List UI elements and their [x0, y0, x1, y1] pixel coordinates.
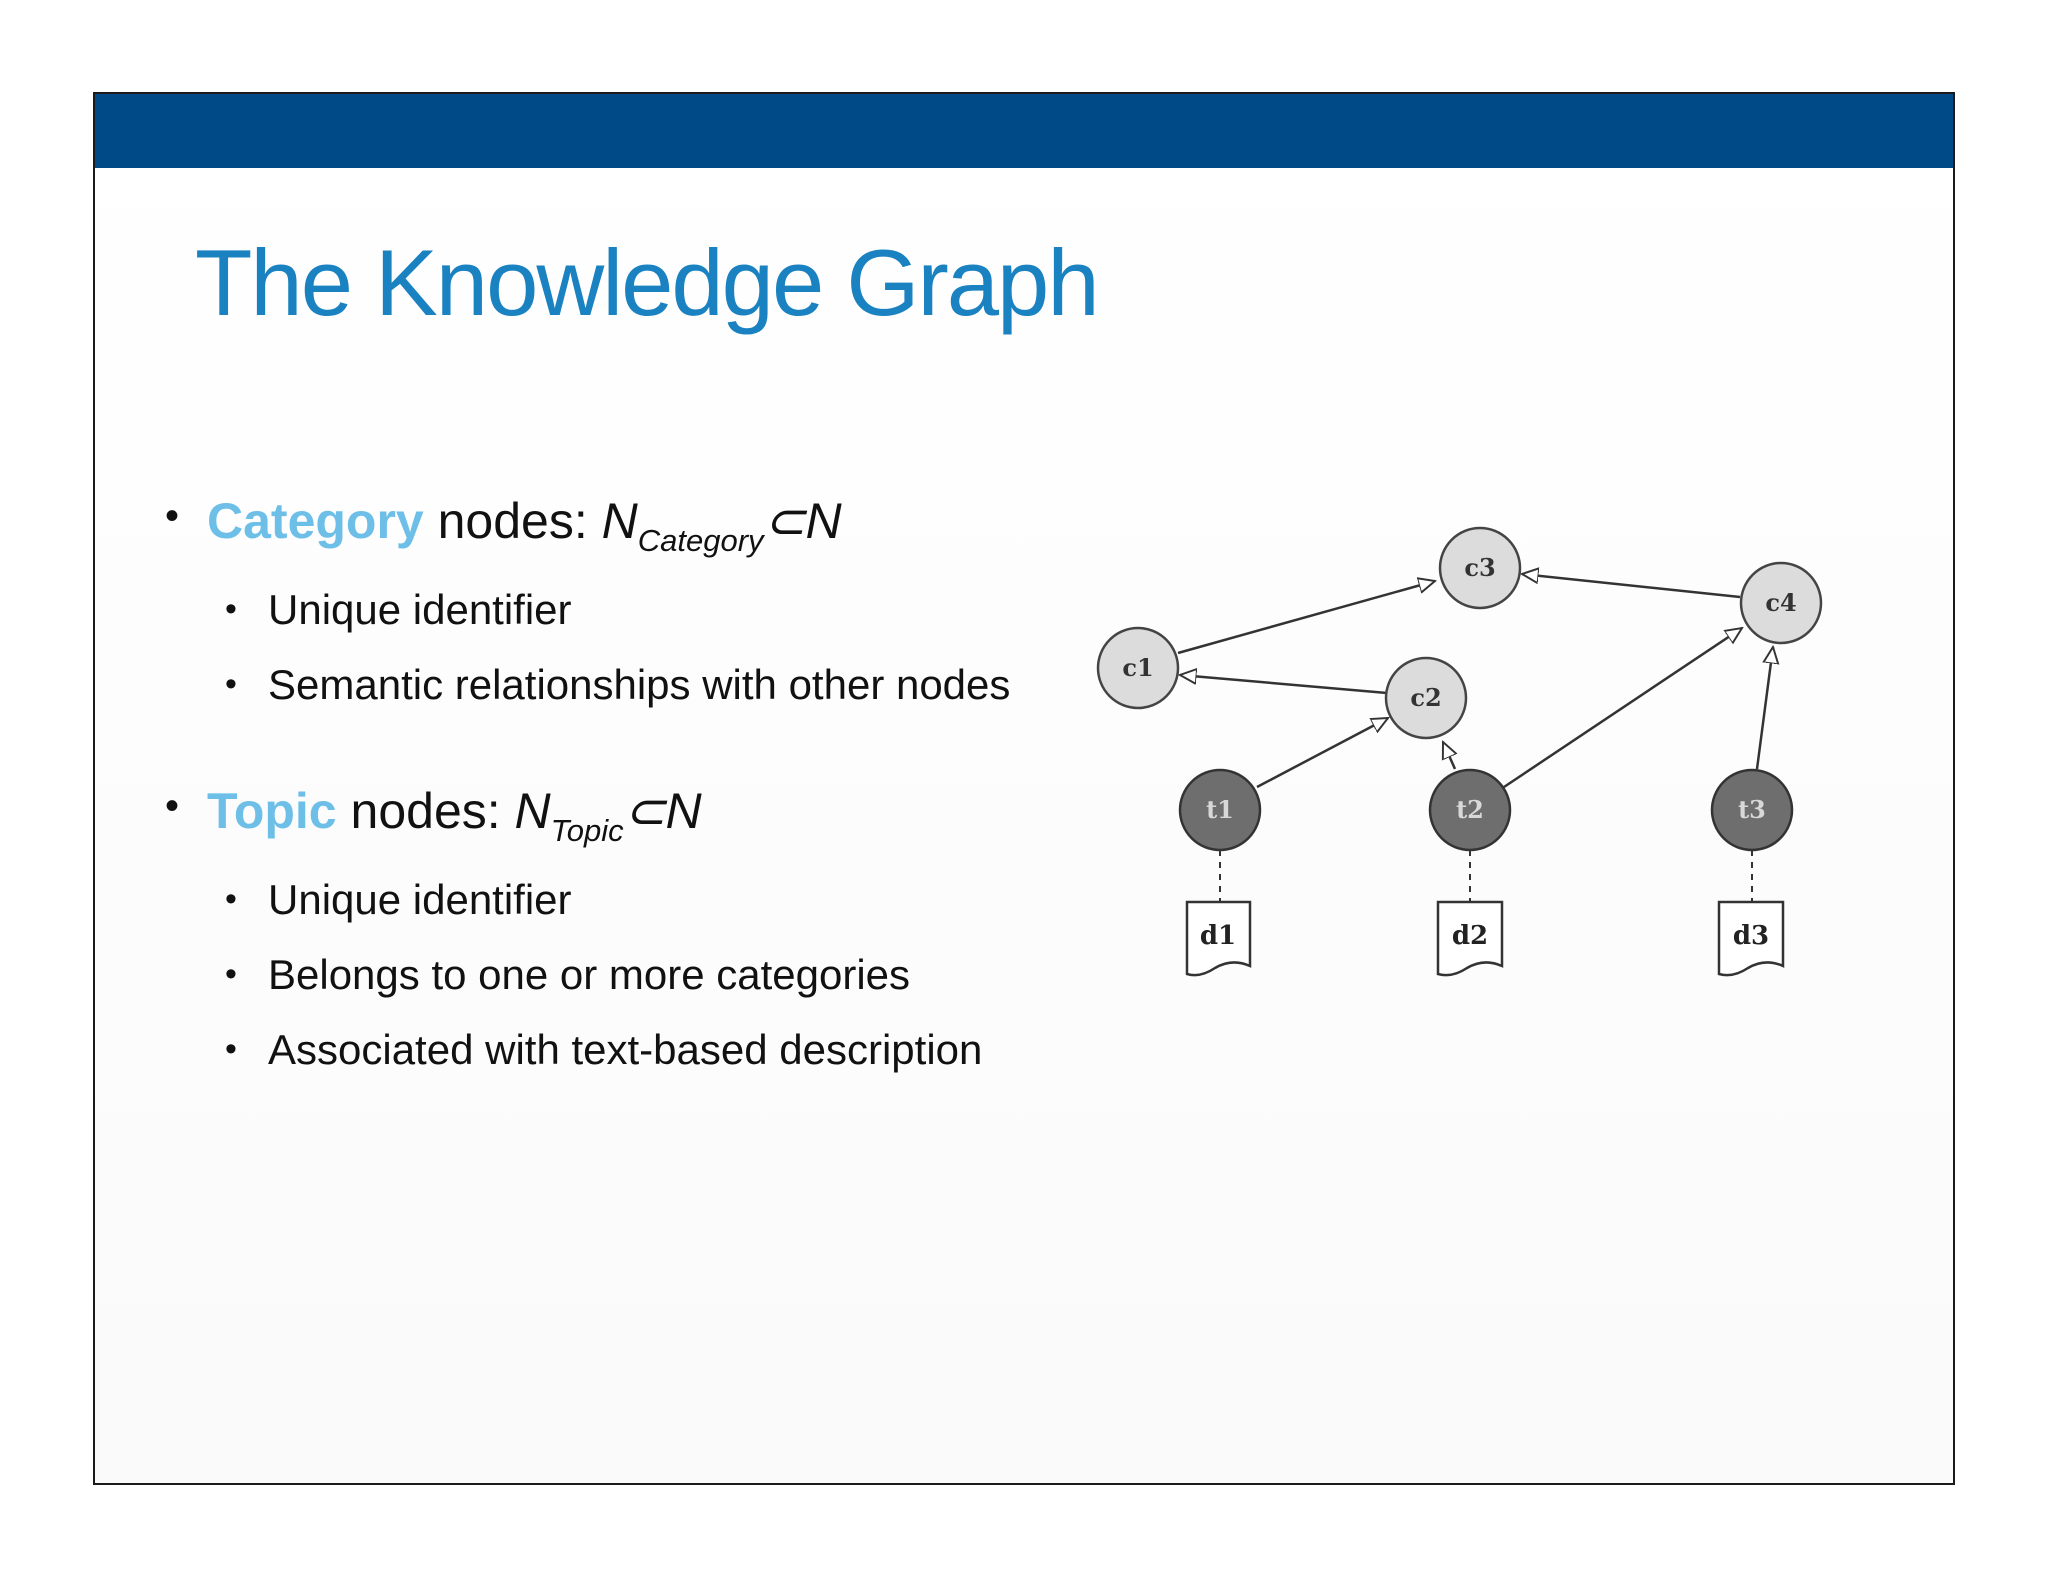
category-nodes [1096, 526, 1823, 740]
math-subscript: Topic [550, 813, 624, 849]
category-node-c2 [1384, 656, 1468, 740]
edge-c4-c3 [1522, 574, 1741, 599]
bullet-text: nodes: [336, 783, 515, 839]
sub-bullet-text: Belongs to one or more categories [268, 951, 911, 998]
bullet-dot: • [225, 590, 237, 628]
math-set: NCategory⊂N [601, 493, 842, 558]
topic-node-t1 [1178, 768, 1262, 852]
math-subset: ⊂N [763, 493, 842, 549]
document-label-d3: d3 [1733, 921, 1769, 951]
math-subset: ⊂N [623, 783, 702, 839]
topic-nodes [1178, 768, 1794, 852]
bullet-dot: • [225, 955, 237, 993]
slide-frame: The Knowledge Graph •Category nodes: NCa… [93, 92, 1955, 1485]
math-set: NTopic⊂N [514, 783, 702, 848]
node-label-t2: t2 [1456, 795, 1484, 824]
category-highlight: Category [207, 493, 424, 549]
header-bar [95, 94, 1953, 168]
sub-bullet: • Associated with text-based description [165, 1012, 1010, 1087]
document-icon-d3 [1717, 900, 1785, 977]
bullet-dot: • [165, 784, 180, 828]
edge-c1-c3 [1177, 581, 1435, 655]
bullet-dot: • [165, 494, 180, 538]
topic-node-t3 [1710, 768, 1794, 852]
graph-edges [1177, 574, 1773, 789]
node-label-c3: c3 [1464, 553, 1495, 582]
document-icons [1185, 900, 1785, 977]
category-node-c1 [1096, 626, 1180, 710]
topic-highlight: Topic [207, 783, 337, 839]
node-label-c4: c4 [1765, 588, 1796, 617]
bullet-topic: •Topic nodes: NTopic⊂N [165, 782, 1010, 862]
sub-bullet-text: Semantic relationships with other nodes [268, 661, 1011, 708]
sub-bullet: • Semantic relationships with other nodes [165, 647, 1010, 722]
node-label-t1: t1 [1206, 795, 1234, 824]
bullet-dot: • [225, 665, 237, 703]
sub-bullet: • Unique identifier [165, 572, 1010, 647]
sub-bullet-text: Associated with text-based description [268, 1026, 983, 1073]
document-label-d1: d1 [1200, 921, 1236, 951]
sub-bullet: • Belongs to one or more categories [165, 937, 1010, 1012]
node-label-t3: t3 [1738, 795, 1766, 824]
bullet-list: •Category nodes: NCategory⊂N •Unique ide… [165, 492, 1010, 1087]
node-label-c2: c2 [1410, 683, 1441, 712]
sub-bullet-text: Unique identifier [268, 876, 572, 923]
edge-t1-c2 [1256, 716, 1388, 789]
document-links [1219, 850, 1753, 902]
category-node-c3 [1438, 526, 1522, 610]
sub-bullet-text: Unique identifier [268, 586, 572, 633]
bullet-category: •Category nodes: NCategory⊂N [165, 492, 1010, 572]
node-label-c1: c1 [1122, 653, 1153, 682]
document-icon-d2 [1436, 900, 1504, 977]
edge-t3-c4 [1755, 647, 1773, 770]
document-icon-d1 [1185, 900, 1252, 977]
sub-bullet: • Unique identifier [165, 862, 1010, 937]
edge-t2-c2 [1441, 742, 1455, 770]
edge-c2-c1 [1180, 675, 1388, 695]
slide-title: The Knowledge Graph [195, 230, 1100, 335]
edge-t2-c4 [1503, 628, 1742, 789]
topic-node-t2 [1428, 768, 1512, 852]
math-base: N [514, 783, 551, 839]
bullet-text: nodes: [423, 493, 602, 549]
bullet-dot: • [225, 880, 237, 918]
math-base: N [601, 493, 638, 549]
math-subscript: Category [637, 523, 764, 559]
document-label-d2: d2 [1452, 921, 1488, 951]
category-node-c4 [1739, 561, 1823, 645]
bullet-dot: • [225, 1030, 237, 1068]
